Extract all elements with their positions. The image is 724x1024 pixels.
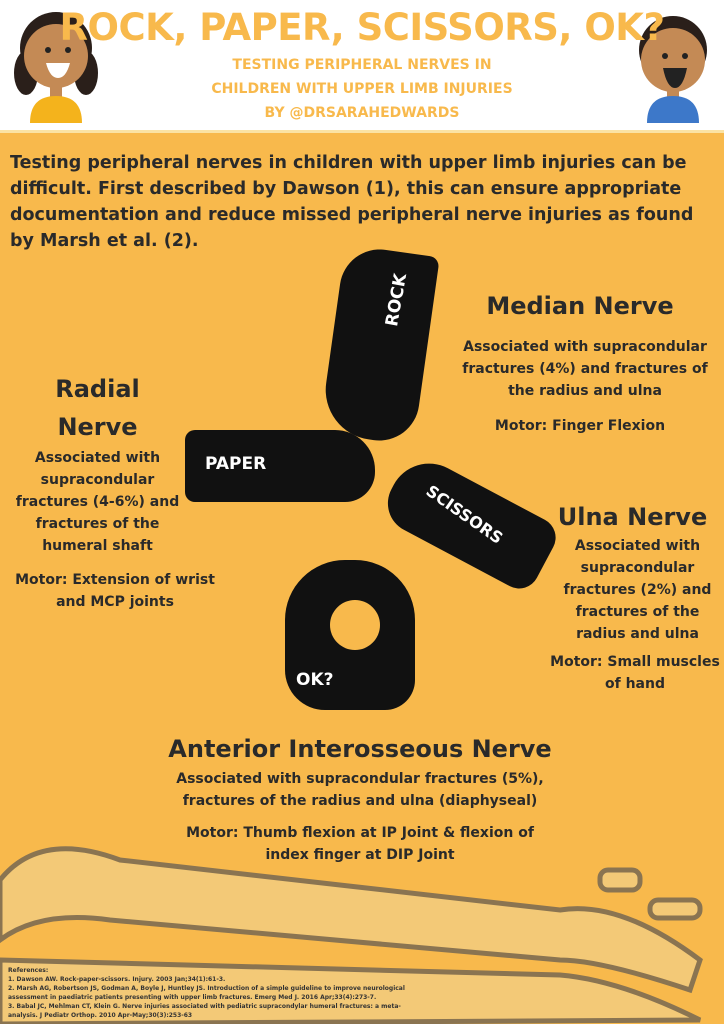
reference-item: 1. Dawson AW. Rock-paper-scissors. Injur… [8, 976, 226, 983]
ulna-nerve-motor: Motor: Small muscles of hand [550, 654, 720, 692]
references: References: 1. Dawson AW. Rock-paper-sci… [8, 966, 408, 1020]
reference-item: 3. Babal JC, Mehlman CT, Klein G. Nerve … [8, 1003, 401, 1019]
ulna-nerve-title: Ulna Nerve [557, 503, 708, 531]
references-heading: References: [8, 967, 49, 974]
median-nerve-motor: Motor: Finger Flexion [494, 418, 666, 434]
girl-avatar-icon [14, 12, 98, 123]
ulna-nerve-desc: Associated with supracondular fractures … [563, 538, 712, 642]
reference-item: 2. Marsh AG, Robertson JS, Godman A, Boy… [8, 985, 405, 1001]
header-banner: ROCK, PAPER, SCISSORS, OK? TESTING PERIP… [0, 0, 724, 133]
subtitle-line-2: CHILDREN WITH UPPER LIMB INJURIES [211, 81, 513, 97]
ok-label: OK? [296, 670, 334, 690]
subtitle-line-1: TESTING PERIPHERAL NERVES IN [232, 57, 492, 73]
page-title: ROCK, PAPER, SCISSORS, OK? [59, 6, 665, 49]
arm-bones-illustration [0, 846, 703, 1024]
paper-hand-icon [185, 430, 375, 502]
radial-nerve-desc: Associated with supracondular fractures … [15, 450, 180, 554]
ok-hand-circle [330, 600, 380, 650]
paper-label: PAPER [205, 454, 267, 474]
rock-hand-icon [319, 244, 440, 446]
ain-nerve-title: Anterior Interosseous Nerve [168, 735, 552, 763]
byline: BY @DRSARAHEDWARDS [264, 105, 460, 121]
radial-nerve-title: Radial Nerve [55, 375, 140, 441]
intro-text: Testing peripheral nerves in children wi… [10, 153, 694, 251]
boy-avatar-icon [639, 16, 707, 123]
median-nerve-desc: Associated with supracondular fractures … [462, 339, 708, 399]
ain-nerve-motor: Motor: Thumb flexion at IP Joint & flexi… [186, 825, 534, 863]
ain-nerve-desc: Associated with supracondular fractures … [176, 771, 544, 809]
radial-nerve-motor: Motor: Extension of wrist and MCP joints [15, 572, 215, 610]
median-nerve-title: Median Nerve [486, 292, 674, 320]
